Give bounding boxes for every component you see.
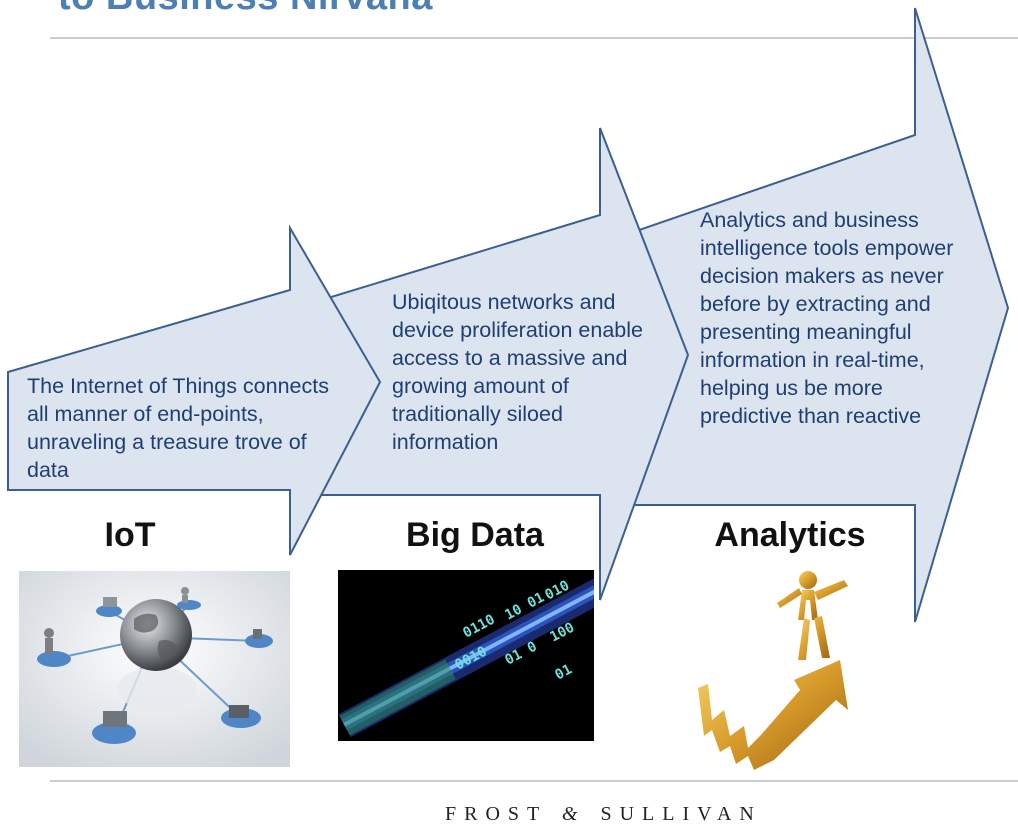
slide-title: to Business Nirvana	[58, 0, 433, 19]
iot-description: The Internet of Things connects all mann…	[27, 374, 329, 482]
svg-text:01: 01	[552, 661, 574, 683]
analytics-label: Analytics	[714, 516, 866, 554]
iot-network-image	[19, 571, 290, 767]
big-data-description: Ubiqitous networks and device proliferat…	[392, 290, 643, 454]
arrow-big-data	[304, 127, 690, 601]
analytics-image	[698, 571, 848, 770]
analytics-description: Analytics and business intelligence tool…	[700, 208, 954, 428]
top-divider	[50, 37, 1018, 39]
arrow-analytics	[609, 7, 1010, 623]
iot-label: IoT	[104, 516, 156, 554]
big-data-label: Big Data	[406, 516, 544, 554]
big-data-image: 0110 10 01 010 0010 01 0 100 01	[338, 570, 594, 741]
logo-ampersand: &	[561, 803, 578, 825]
bottom-divider	[50, 780, 1018, 782]
arrow-iot	[7, 224, 382, 556]
frost-sullivan-logo: FROST & SULLIVAN	[445, 803, 845, 826]
logo-frost: FROST	[445, 803, 547, 825]
logo-sullivan: SULLIVAN	[600, 803, 762, 825]
